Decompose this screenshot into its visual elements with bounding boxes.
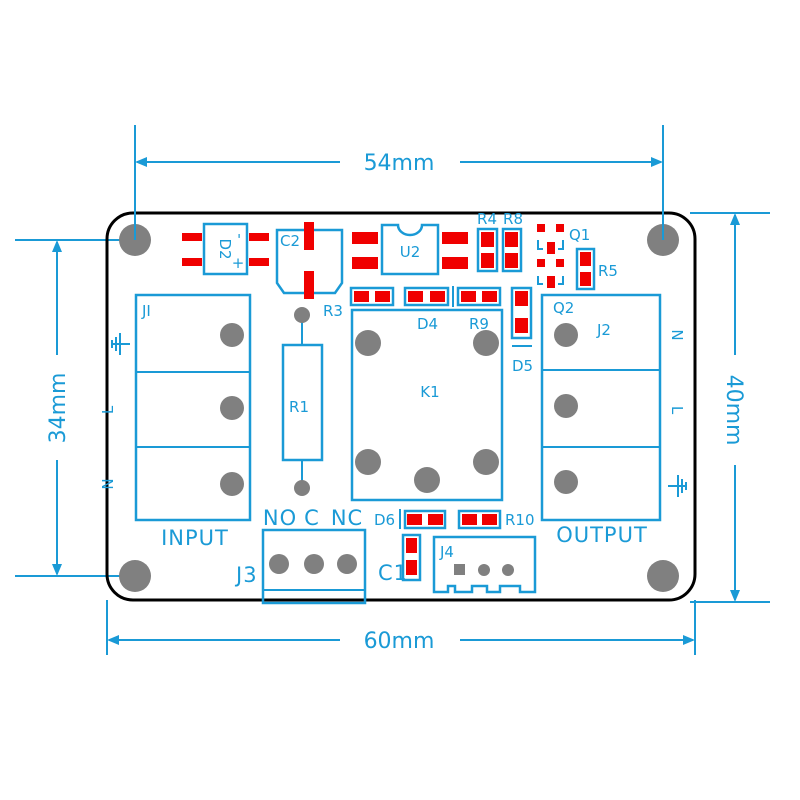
u2-chip: U2: [352, 223, 468, 276]
r10-label: R10: [505, 511, 535, 529]
r9-label: R9: [469, 315, 489, 333]
input-pin-l: L: [99, 405, 117, 414]
c2-capacitor: C2: [275, 222, 344, 299]
input-label: INPUT: [161, 526, 229, 550]
r5-resistor: R5: [575, 247, 618, 291]
dim-left-height: 34mm: [46, 373, 71, 444]
board-outline: [105, 211, 697, 602]
c2-label: C2: [280, 232, 300, 250]
d2-minus: -: [231, 233, 249, 238]
j4-connector: J4: [432, 535, 537, 594]
r8-resistor: R8: [501, 210, 523, 273]
hole-dimension-leaders: [134, 200, 664, 240]
c1-label: C1: [378, 561, 408, 585]
r9-resistor: R9: [456, 286, 502, 333]
r4-label: R4: [477, 210, 497, 228]
dim-bottom-width: 60mm: [364, 629, 435, 654]
d4-diode: D4: [403, 286, 454, 333]
j2-output-terminal: Q2 J2 N L OUTPUT: [540, 293, 687, 547]
dim-right-height: 40mm: [721, 375, 746, 446]
r3-resistor: R3: [323, 286, 395, 320]
r1-label: R1: [289, 398, 309, 416]
q2-label: Q2: [553, 299, 574, 317]
q1-transistor: Q1: [537, 224, 590, 288]
input-pin-n: N: [99, 478, 117, 489]
output-pin-n: N: [668, 329, 686, 340]
terminal-nc: NC: [331, 506, 363, 530]
j3-label: J3: [234, 563, 258, 587]
ground-icon: [111, 333, 130, 355]
output-pin-l: L: [668, 406, 686, 415]
j2-label: J2: [596, 321, 611, 339]
d4-label: D4: [417, 315, 438, 333]
d5-diode: D5: [510, 286, 533, 375]
r8-label: R8: [503, 210, 523, 228]
dim-top-width: 54mm: [364, 151, 435, 176]
k1-relay: K1: [350, 308, 504, 502]
j3-relay-terminal: NO C NC J3: [234, 506, 367, 605]
terminal-c: C: [304, 506, 320, 530]
d6-label: D6: [374, 511, 395, 529]
r1-resistor: R1: [281, 307, 324, 496]
d5-label: D5: [512, 357, 533, 375]
j1-input-terminal: JI L N INPUT: [99, 293, 252, 550]
dimension-lines: [15, 125, 770, 655]
r5-label: R5: [598, 262, 618, 280]
j1-label: JI: [141, 302, 151, 320]
ground-icon: [668, 475, 687, 497]
output-label: OUTPUT: [556, 523, 648, 547]
d6-diode: D6: [374, 509, 447, 530]
c1-capacitor: C1: [378, 533, 422, 585]
u2-label: U2: [400, 243, 421, 261]
k1-label: K1: [420, 383, 439, 401]
d2-bridge: D2 - +: [182, 222, 269, 276]
terminal-no: NO: [263, 506, 297, 530]
j4-label: J4: [439, 543, 454, 561]
r10-resistor: R10: [457, 509, 535, 530]
r4-resistor: R4: [476, 210, 499, 273]
q1-label: Q1: [569, 226, 590, 244]
d2-plus: +: [232, 254, 245, 272]
d2-label: D2: [216, 238, 234, 259]
r3-label: R3: [323, 302, 343, 320]
